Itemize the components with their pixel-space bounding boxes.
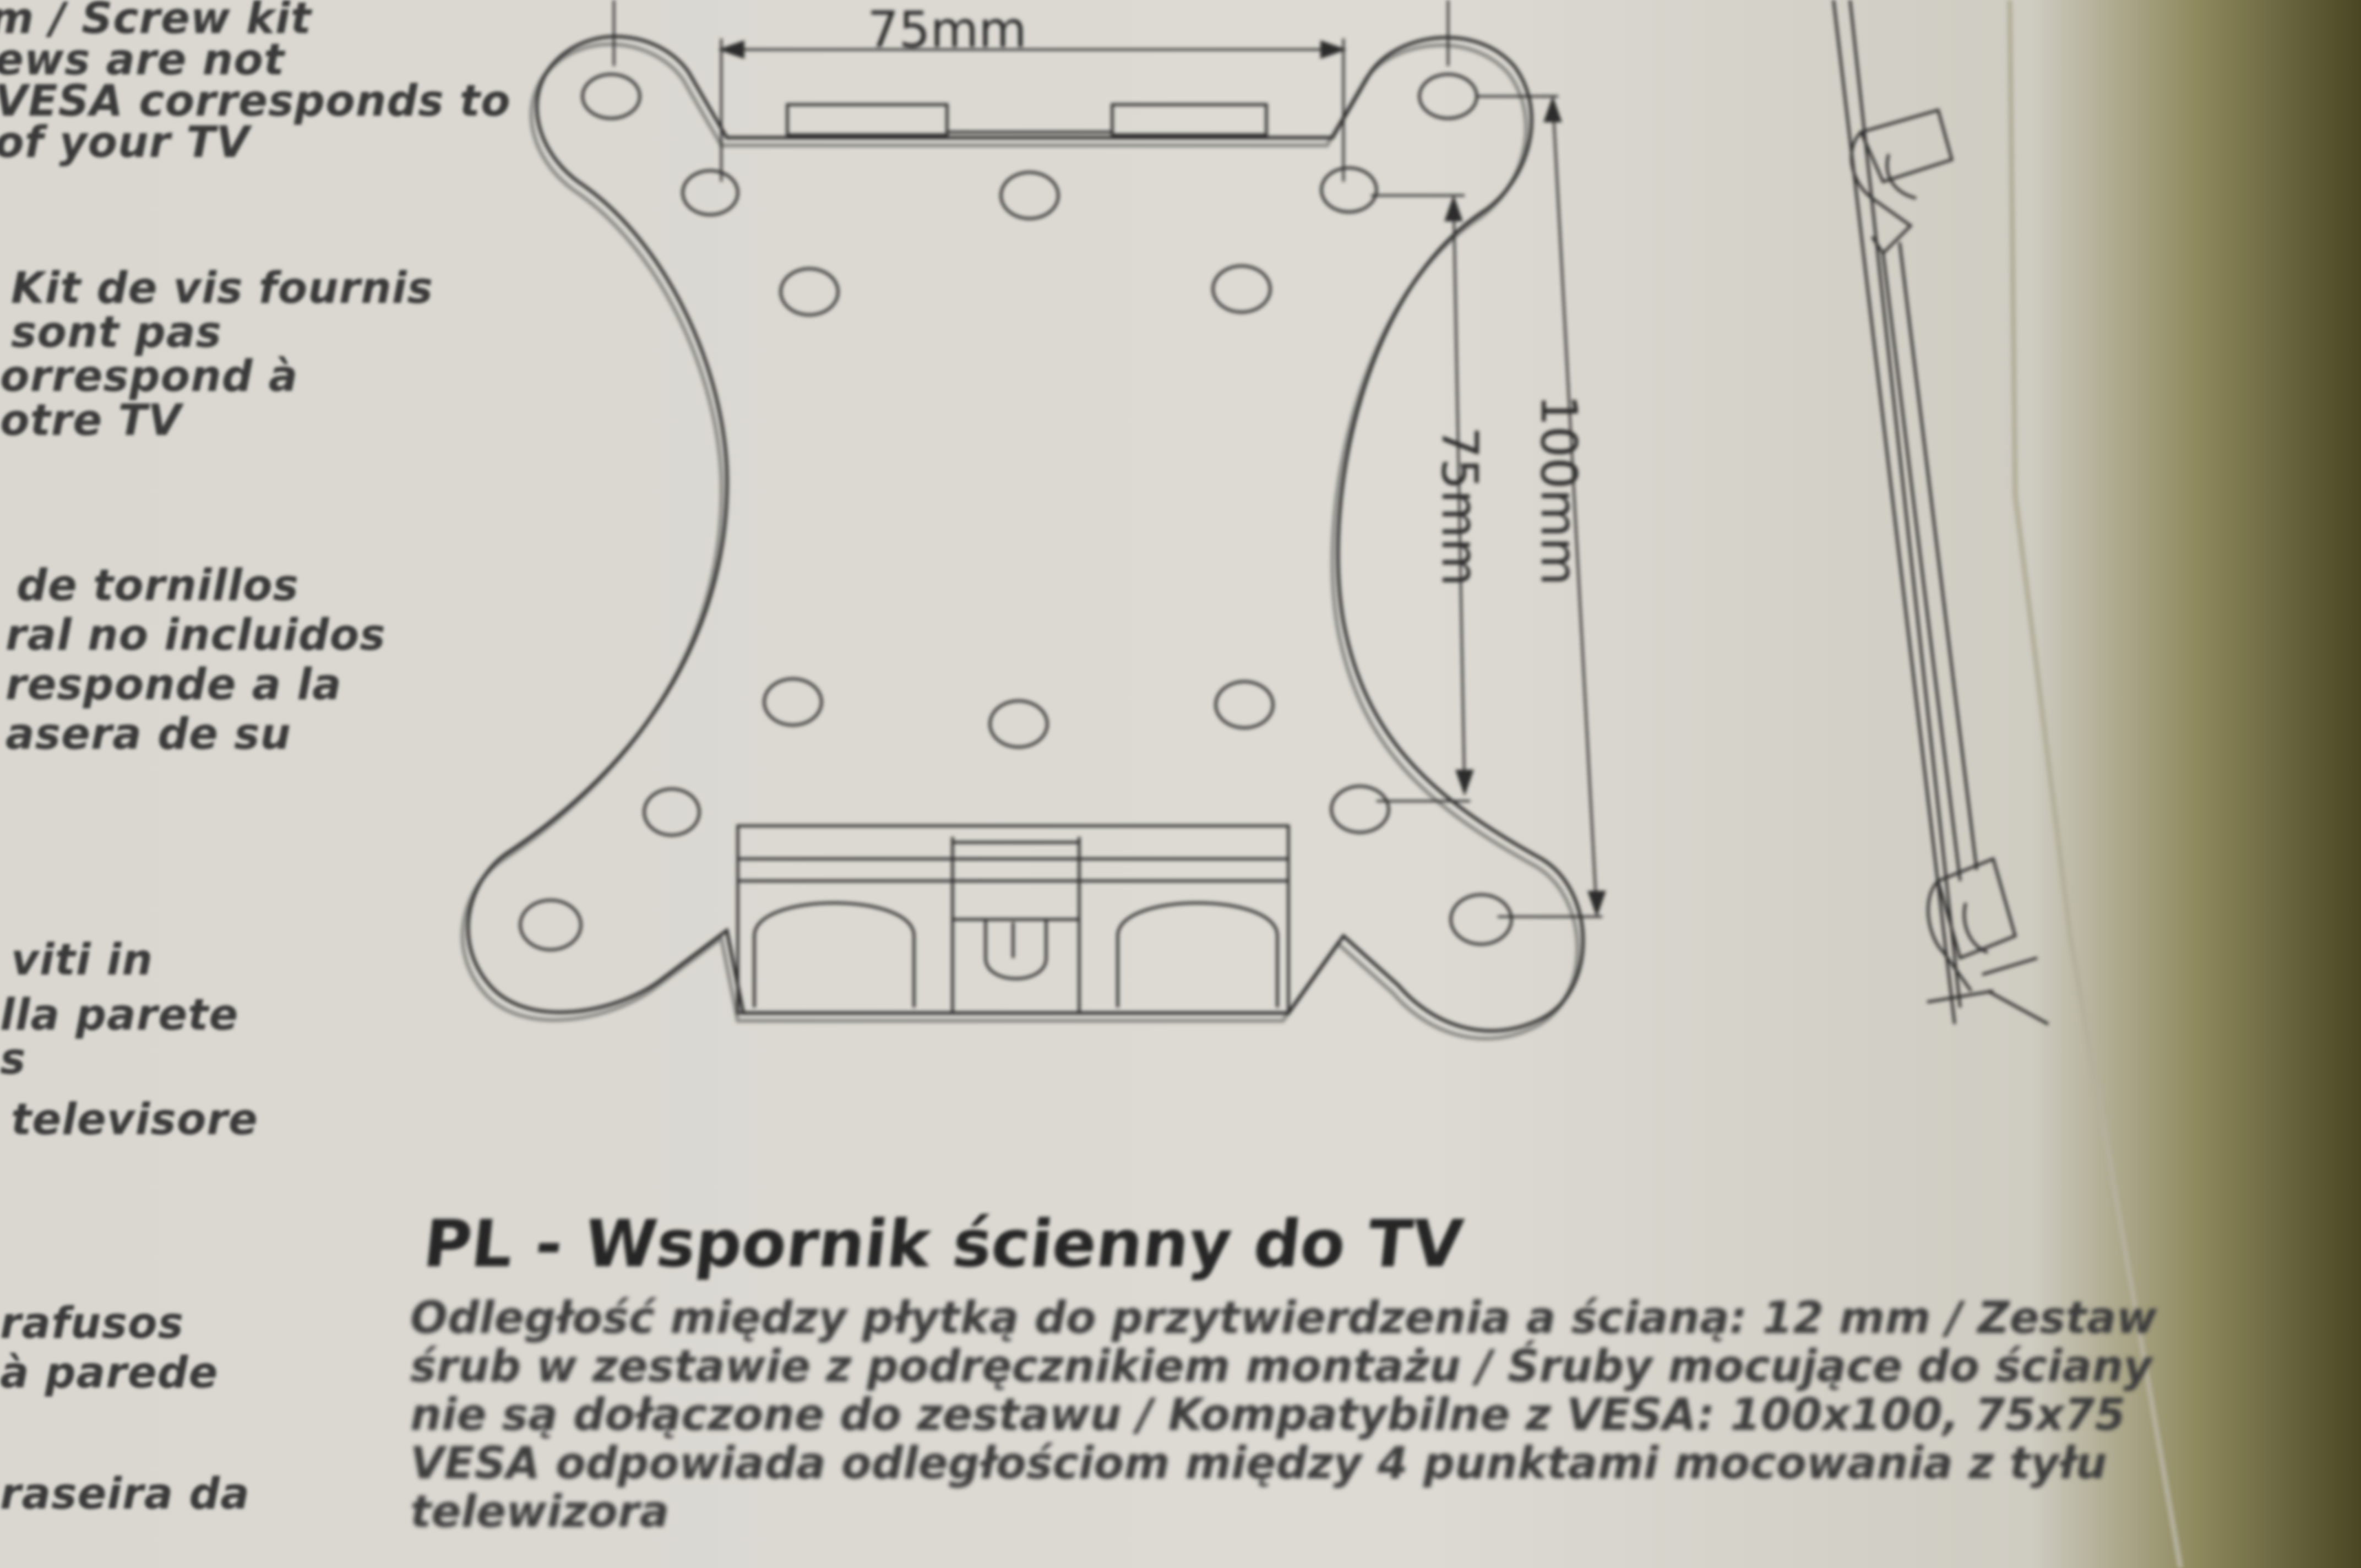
left-text-line: sont pas — [11, 308, 222, 357]
bottom-hook-assembly — [736, 824, 1290, 1015]
outer-vertical-dimension-label: 100mm — [1530, 394, 1587, 585]
left-text-line: viti in — [11, 935, 154, 985]
pl-body-line: nie są dołączone do zestawu / Kompatybil… — [410, 1389, 2126, 1440]
pl-body-line: VESA odpowiada odległościom między 4 pun… — [410, 1438, 2107, 1489]
left-text-line: VESA corresponds to — [0, 77, 511, 126]
left-text-line: m / Screw kit — [0, 0, 312, 43]
paper-fold-edge — [2007, 0, 2183, 1568]
left-text-line: orrespond à — [0, 352, 298, 401]
outer-vertical-dimension-line — [1476, 95, 1606, 918]
left-text-line: à parede — [0, 1348, 219, 1398]
left-text-line: asera de su — [6, 710, 292, 759]
side-profile-view — [1832, 0, 2049, 1026]
left-text-line: televisore — [11, 1095, 258, 1145]
pl-section-heading: PL - Wspornik ścienny do TV — [420, 1206, 1467, 1282]
left-text-line: Kit de vis fournis — [11, 264, 433, 313]
inner-vertical-dimension-label: 75mm — [1430, 427, 1488, 586]
top-dimension-label: 75mm — [867, 1, 1027, 59]
left-text-line: raseira da — [0, 1469, 250, 1519]
pl-body-line: Odległość między płytką do przytwierdzen… — [410, 1292, 2157, 1343]
left-text-line: responde a la — [6, 660, 342, 710]
left-text-line: lla parete — [0, 990, 239, 1040]
top-tab-slots — [786, 103, 1268, 137]
mounting-holes — [519, 73, 1513, 951]
left-text-line: s — [0, 1035, 26, 1084]
pl-body-line: śrub w zestawie z podręcznikiem montażu … — [410, 1341, 2152, 1392]
pl-section-body: Odległość między płytką do przytwierdzen… — [410, 1292, 2157, 1537]
top-dimension-line — [613, 0, 1449, 182]
left-text-line: de tornillos — [17, 561, 299, 611]
left-text-line: ews are not — [0, 35, 285, 85]
pl-body-line: telewizora — [410, 1486, 670, 1537]
left-text-line: ral no incluidos — [6, 611, 386, 660]
left-text-line: otre TV — [0, 396, 182, 445]
left-text-line: rafusos — [0, 1299, 184, 1348]
left-text-line: of your TV — [0, 118, 250, 167]
inner-vertical-dimension-line — [1371, 194, 1474, 802]
bracket-plate-shadow — [460, 42, 1580, 1041]
